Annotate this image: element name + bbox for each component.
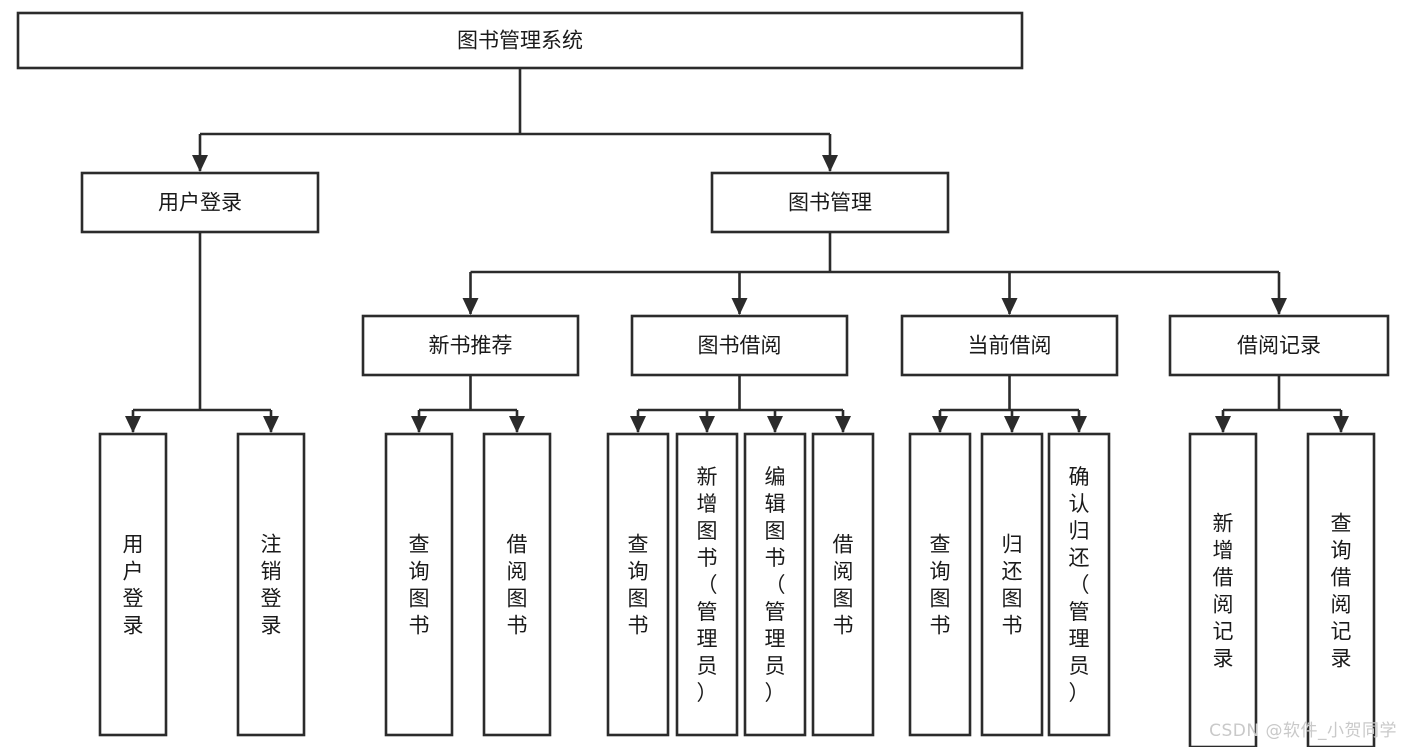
node-label: 用户登录	[158, 191, 242, 215]
arrow-head-icon-to-leaf-add-book	[699, 416, 715, 433]
node-label: 图书借阅	[698, 334, 782, 358]
node-leaf-query-book-2[interactable]: 查询图书	[606, 432, 670, 737]
node-leaf-query-record[interactable]: 查询借阅记录	[1306, 432, 1376, 747]
node-box	[98, 432, 168, 737]
node-label: 用户登录	[123, 533, 144, 638]
arrow-head-icon-to-leaf-user-logout	[263, 416, 279, 433]
node-box	[743, 432, 807, 737]
node-box	[811, 432, 875, 737]
node-root-book-management-system[interactable]: 图书管理系统	[16, 11, 1024, 70]
node-box	[1188, 432, 1258, 747]
node-label: 新书推荐	[429, 334, 513, 358]
node-box	[980, 432, 1044, 737]
arrow-head-icon-to-user-login	[192, 155, 208, 172]
node-label: 新增借阅记录	[1213, 512, 1234, 671]
node-label: 编辑图书（管理员）	[765, 465, 786, 705]
node-box	[675, 432, 739, 737]
node-box	[630, 314, 849, 377]
arrow-head-icon-to-leaf-user-login	[125, 416, 141, 433]
node-box	[16, 11, 1024, 70]
node-leaf-confirm-return[interactable]: 确认归还（管理员）	[1047, 432, 1111, 737]
arrow-head-icon-to-leaf-borrow-book-1	[509, 416, 525, 433]
node-box	[1047, 432, 1111, 737]
node-box	[1168, 314, 1390, 377]
arrow-head-icon-to-leaf-borrow-book-2	[835, 416, 851, 433]
node-box	[482, 432, 552, 737]
arrow-head-icon-to-book-manage	[822, 155, 838, 172]
arrow-head-icon-to-book-borrow	[731, 298, 748, 315]
node-label: 注销登录	[261, 533, 282, 638]
node-leaf-add-book[interactable]: 新增图书（管理员）	[675, 432, 739, 737]
node-book-borrow[interactable]: 图书借阅	[630, 314, 849, 377]
arrow-head-icon-to-leaf-edit-book	[767, 416, 783, 433]
arrow-head-icon-to-leaf-query-book-3	[932, 416, 948, 433]
node-label: 归还图书	[1002, 533, 1023, 638]
node-label: 借阅图书	[833, 533, 854, 638]
node-leaf-query-book-1[interactable]: 查询图书	[384, 432, 454, 737]
node-label: 查询图书	[930, 533, 951, 638]
node-label: 图书管理系统	[457, 29, 583, 53]
node-box	[900, 314, 1119, 377]
node-label: 当前借阅	[968, 334, 1052, 358]
node-box	[1306, 432, 1376, 747]
node-box	[606, 432, 670, 737]
arrow-head-icon-to-leaf-query-book-1	[411, 416, 427, 433]
node-leaf-edit-book[interactable]: 编辑图书（管理员）	[743, 432, 807, 737]
node-label: 确认归还（管理员）	[1069, 465, 1090, 705]
arrow-head-icon-to-leaf-confirm-return	[1071, 416, 1087, 433]
node-label: 查询图书	[409, 533, 430, 638]
arrow-head-icon-to-leaf-query-record	[1333, 416, 1349, 433]
node-box	[80, 171, 320, 234]
node-leaf-borrow-book-1[interactable]: 借阅图书	[482, 432, 552, 737]
arrow-head-icon-to-leaf-return-book	[1004, 416, 1020, 433]
connectors-layer	[125, 68, 1349, 433]
node-label: 查询图书	[628, 533, 649, 638]
arrow-head-icon-to-borrow-record	[1271, 298, 1287, 315]
node-label: 新增图书（管理员）	[697, 465, 718, 705]
node-leaf-return-book[interactable]: 归还图书	[980, 432, 1044, 737]
node-book-manage[interactable]: 图书管理	[710, 171, 950, 234]
node-label: 借阅记录	[1237, 334, 1321, 358]
arrow-head-icon-to-leaf-query-book-2	[630, 416, 646, 433]
node-box	[908, 432, 972, 737]
node-current-borrow[interactable]: 当前借阅	[900, 314, 1119, 377]
node-box	[710, 171, 950, 234]
node-leaf-query-book-3[interactable]: 查询图书	[908, 432, 972, 737]
node-box	[236, 432, 306, 737]
node-label: 查询借阅记录	[1331, 512, 1352, 671]
node-label: 图书管理	[788, 191, 872, 215]
node-leaf-user-login[interactable]: 用户登录	[98, 432, 168, 737]
arrow-head-icon-to-current-borrow	[1001, 298, 1018, 315]
node-leaf-borrow-book-2[interactable]: 借阅图书	[811, 432, 875, 737]
arrow-head-icon-to-new-book-recommend	[462, 298, 479, 315]
node-new-book-recommend[interactable]: 新书推荐	[361, 314, 580, 377]
node-box	[361, 314, 580, 377]
node-borrow-record[interactable]: 借阅记录	[1168, 314, 1390, 377]
arrow-head-icon-to-leaf-add-record	[1215, 416, 1231, 433]
node-leaf-add-record[interactable]: 新增借阅记录	[1188, 432, 1258, 747]
node-leaf-user-logout[interactable]: 注销登录	[236, 432, 306, 737]
node-label: 借阅图书	[507, 533, 528, 638]
node-user-login[interactable]: 用户登录	[80, 171, 320, 234]
node-box	[384, 432, 454, 737]
nodes-layer: 图书管理系统用户登录图书管理新书推荐图书借阅当前借阅借阅记录用户登录注销登录查询…	[16, 11, 1390, 747]
